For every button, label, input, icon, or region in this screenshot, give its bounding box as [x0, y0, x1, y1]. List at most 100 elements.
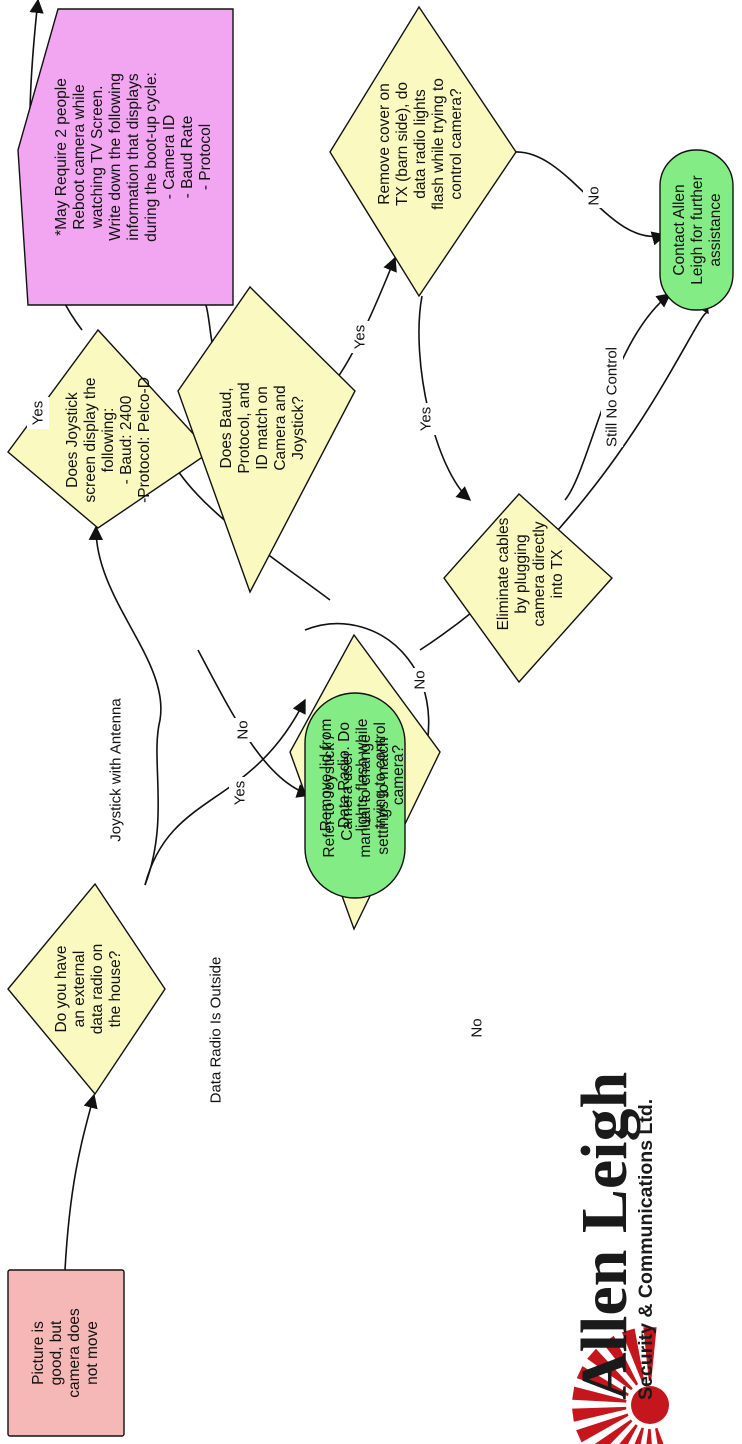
node-label-line: Remove lid from — [318, 719, 335, 832]
logo-ray — [634, 1427, 644, 1444]
node-label-line: into TX — [549, 549, 566, 598]
node-label-line: - Protocol — [197, 124, 214, 190]
logo-ray — [572, 1406, 627, 1422]
node-label-line: not move — [84, 1321, 101, 1385]
external-radio-decision — [7, 882, 166, 1096]
edge-label-no-baud: No — [412, 670, 429, 689]
node-label-line: Remove cover on — [376, 83, 393, 204]
node-label-line: Do you have — [53, 945, 70, 1032]
edge-start-to-external-radio — [64, 1093, 98, 1271]
edge-label-joystick-antenna: Joystick with Antenna — [108, 698, 125, 842]
node-label-line: - Camera ID — [161, 115, 178, 199]
node-label-line: watching TV Screen. — [89, 86, 106, 230]
node-label-line: settings to match — [375, 737, 392, 854]
node-label-line: Refer to Joystick / — [321, 734, 338, 858]
logo-ray — [576, 1366, 629, 1396]
logo-ray — [643, 1327, 657, 1382]
node-labels: Picture isgood, butcamera doesnot move D… — [30, 72, 724, 1398]
edge-labels: Data Radio Is Outside Joystick with Ante… — [27, 184, 623, 1107]
edge-label-no-cover: No — [586, 186, 603, 205]
node-label-line: lights flash while — [354, 719, 371, 832]
edge-label-no-lid: No — [469, 1018, 486, 1037]
logo-ray — [594, 1419, 633, 1444]
node-label-line: during the boot-up cycle: — [143, 72, 160, 242]
node-label-line: - Baud Rate — [179, 116, 196, 199]
node-label-line: information that displays — [125, 73, 142, 240]
logo-name: Allen Leigh — [568, 1072, 641, 1400]
node-label-line: Camera user — [339, 751, 356, 841]
node-label-line: by plugging — [513, 534, 530, 613]
logo-ray — [619, 1424, 638, 1444]
node-label-line: Does Baud, — [218, 388, 235, 469]
node-label-line: an external — [71, 951, 88, 1028]
logo-ray — [602, 1335, 639, 1386]
node-label-line: TX (barn side), do — [394, 82, 411, 206]
node-label-line: Protocol, and — [236, 382, 253, 473]
contact-terminal — [659, 149, 734, 311]
logo-ray — [576, 1413, 629, 1443]
node-label-line: ID match on — [254, 386, 271, 470]
logo-sunburst-icon — [572, 1327, 669, 1444]
edge-remove-cover-to-eliminate-cables — [418, 295, 472, 501]
node-label-line: data radio lights — [412, 89, 429, 199]
refer-manual-label: Refer to Joystick /Camera usermanual to … — [321, 734, 392, 858]
logo-ray — [655, 1427, 664, 1444]
node-label-line: assistance — [707, 193, 724, 266]
node-label-line: Picture is — [30, 1321, 47, 1385]
node-label-line: flash while trying to — [430, 78, 447, 210]
start-box — [7, 1269, 125, 1437]
node-label-line: Eliminate cables — [495, 517, 512, 630]
baud-match-decision — [177, 285, 356, 594]
eliminate-cables-label: Eliminate cablesby pluggingcamera direct… — [495, 517, 566, 630]
node-label-line: -Protocol: Pelco-D — [136, 377, 153, 503]
refer-manual-terminal — [304, 692, 406, 899]
reboot-note-label: *May Require 2 peopleReboot camera while… — [53, 72, 214, 242]
node-label-line: data radio on — [89, 944, 106, 1035]
node-label-line: Leigh for further — [689, 175, 706, 284]
logo-ray — [621, 1328, 645, 1383]
node-label-line: camera directly — [531, 521, 548, 626]
node-label-line: screen display the — [82, 378, 99, 503]
logo-ray — [587, 1348, 633, 1391]
remove-lid-label: Remove lid fromData Radio. Dolights flas… — [318, 719, 407, 832]
node-label-line: control camera? — [448, 88, 465, 200]
node-label-line: the house? — [107, 950, 124, 1027]
node-label-line: - Baud: 2400 — [118, 395, 135, 484]
edge-label-yes-baud: Yes — [352, 325, 369, 349]
node-label-line: camera? — [390, 744, 407, 805]
logo-tagline: Security & Communications Ltd. — [635, 1099, 657, 1400]
edge-external-radio-to-joystick-display — [88, 525, 162, 886]
company-logo: Allen Leigh Security & Communications Lt… — [568, 1072, 669, 1444]
nodes — [7, 5, 734, 1437]
baud-match-label: Does Baud,Protocol, andID match onCamera… — [218, 382, 307, 473]
remove-cover-decision — [329, 5, 517, 298]
edge-label-yes-lid: Yes — [232, 781, 249, 805]
logo-ray — [646, 1428, 652, 1444]
node-label-line: manual to change — [357, 734, 374, 857]
logo-ray — [572, 1386, 627, 1403]
joystick-display-label: Does Joystickscreen display thefollowing… — [64, 377, 153, 503]
remove-cover-label: Remove cover onTX (barn side), dodata ra… — [376, 78, 465, 210]
edge-external-radio-to-remove-lid — [144, 698, 306, 886]
node-label-line: following: — [100, 408, 117, 473]
node-label-line: Contact Allen — [671, 184, 688, 275]
contact-label: Contact AllenLeigh for furtherassistance — [671, 175, 724, 284]
reboot-note-hexagon — [17, 8, 234, 306]
eliminate-cables-decision — [443, 493, 613, 684]
edge-label-still-no-control: Still No Control — [604, 347, 621, 447]
start-label: Picture isgood, butcamera doesnot move — [30, 1308, 101, 1398]
node-label-line: *May Require 2 people — [53, 78, 70, 236]
node-label-line: Does Joystick — [64, 392, 81, 488]
node-label-line: good, but — [48, 1320, 65, 1385]
edge-label-no-joystick: No — [235, 720, 252, 739]
edge-label-yes-cover: Yes — [418, 407, 435, 431]
edge-label-data-radio-outside: Data Radio Is Outside — [208, 957, 225, 1104]
node-label-line: Write down the following — [107, 73, 124, 241]
node-label-line: Camera and — [272, 385, 289, 470]
node-label-line: Data Radio. Do — [336, 722, 353, 828]
edge-label-yes-joystick: Yes — [30, 401, 47, 425]
logo-sun-core — [631, 1386, 669, 1424]
node-label-line: camera does — [66, 1308, 83, 1398]
node-label-line: Joystick? — [290, 396, 307, 460]
